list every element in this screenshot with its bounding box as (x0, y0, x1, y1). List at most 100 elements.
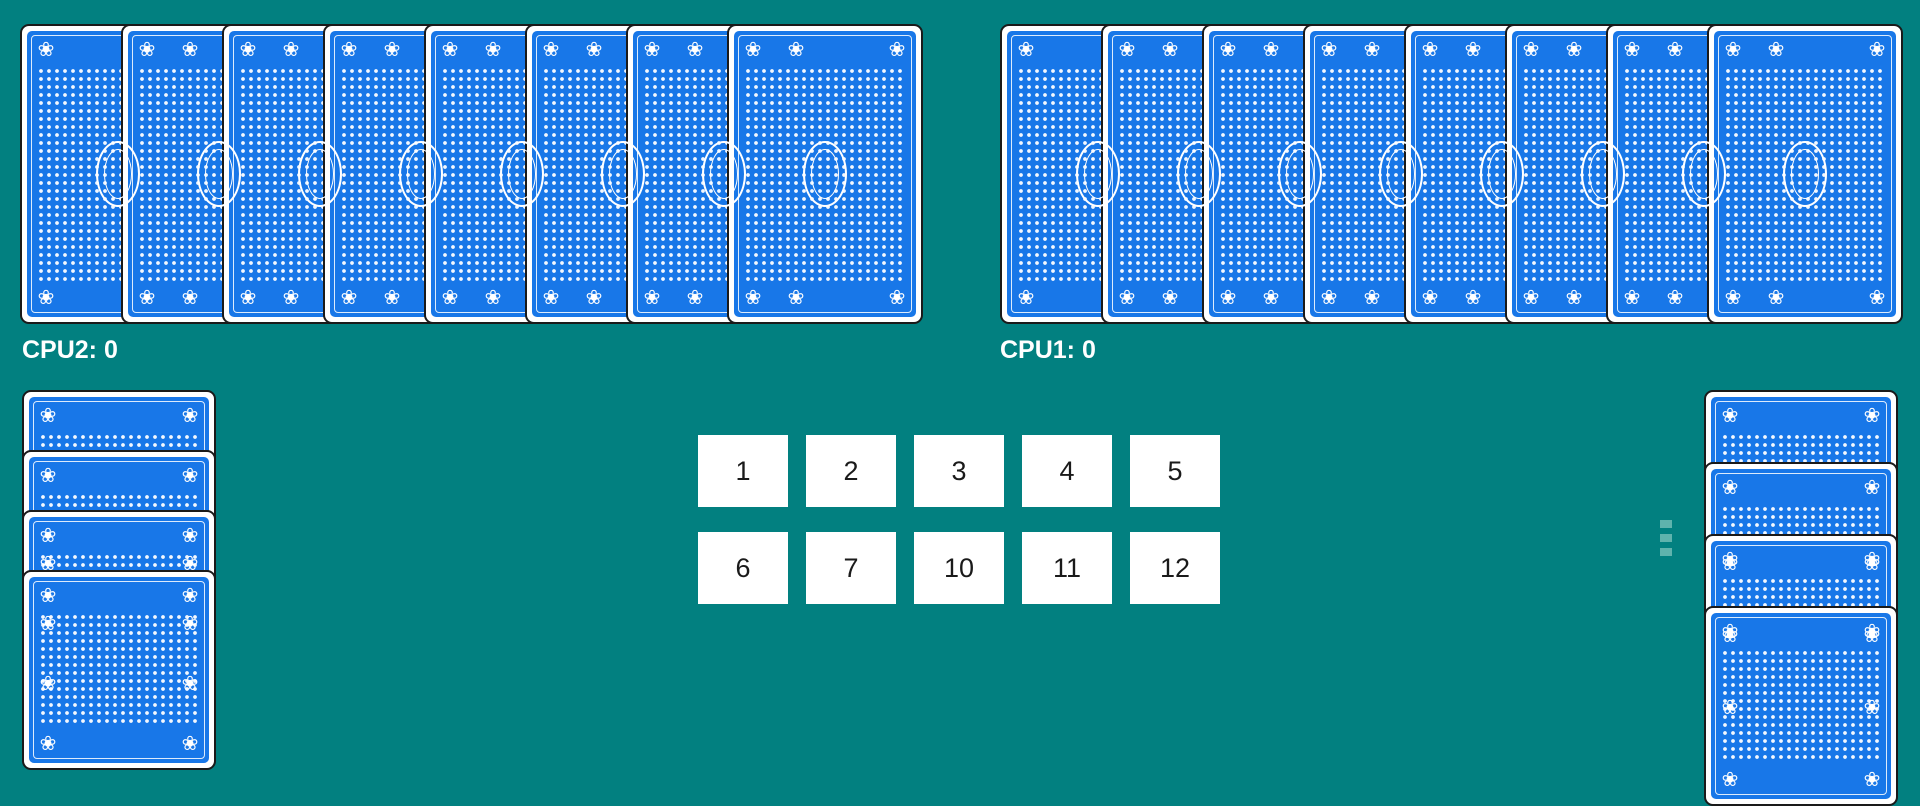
card-ornament-icon: ❀ (1421, 287, 1439, 309)
card-ornament-icon: ❀ (39, 405, 57, 427)
card-ornament-icon: ❀ (1320, 287, 1338, 309)
card-ornament-icon: ❀ (1219, 39, 1237, 61)
card-ornament-icon: ❀ (1262, 39, 1280, 61)
card-ornament-icon: ❀ (1724, 287, 1742, 309)
card-medallion-icon (803, 141, 847, 207)
card-ornament-icon: ❀ (39, 613, 57, 635)
card-ornament-icon: ❀ (1623, 39, 1641, 61)
card-ornament-icon: ❀ (1320, 39, 1338, 61)
card-ornament-icon: ❀ (1565, 287, 1583, 309)
card-ornament-icon: ❀ (1721, 477, 1739, 499)
number-picker: 1 2 3 4 5 6 7 10 11 12 (698, 435, 1222, 604)
card-ornament-icon: ❀ (542, 39, 560, 61)
card-ornament-icon: ❀ (39, 465, 57, 487)
card-ornament-icon: ❀ (1721, 553, 1739, 575)
card-medallion-icon (1278, 141, 1322, 207)
card-ornament-icon: ❀ (37, 39, 55, 61)
number-button-3[interactable]: 3 (914, 435, 1004, 507)
card-ornament-icon: ❀ (744, 39, 762, 61)
card-ornament-icon: ❀ (181, 673, 199, 695)
card-ornament-icon: ❀ (441, 39, 459, 61)
number-button-11[interactable]: 11 (1022, 532, 1112, 604)
card-ornament-icon: ❀ (181, 39, 199, 61)
left-card-back: ❀ ❀ ❀ ❀ (22, 570, 216, 770)
card-ornament-icon: ❀ (181, 525, 199, 547)
card-ornament-icon: ❀ (1118, 287, 1136, 309)
vertical-dots-icon[interactable] (1660, 520, 1674, 556)
card-medallion-icon (702, 141, 746, 207)
card-ornament-icon: ❀ (1421, 39, 1439, 61)
card-ornament-icon: ❀ (383, 287, 401, 309)
card-ornament-icon: ❀ (340, 39, 358, 61)
card-ornament-icon: ❀ (1724, 39, 1742, 61)
card-ornament-icon: ❀ (1721, 769, 1739, 791)
card-ornament-icon: ❀ (181, 405, 199, 427)
card-ornament-icon: ❀ (138, 39, 156, 61)
card-ornament-icon: ❀ (1363, 287, 1381, 309)
card-medallion-icon (298, 141, 342, 207)
card-medallion-icon (1783, 141, 1827, 207)
card-medallion-icon (1480, 141, 1524, 207)
card-ornament-icon: ❀ (542, 287, 560, 309)
card-ornament-icon: ❀ (1767, 39, 1785, 61)
card-ornament-icon: ❀ (1868, 39, 1886, 61)
card-ornament-icon: ❀ (1262, 287, 1280, 309)
cpu1-score: CPU1: 0 (1000, 336, 1096, 364)
card-ornament-icon: ❀ (787, 39, 805, 61)
card-ornament-icon: ❀ (138, 287, 156, 309)
card-ornament-icon: ❀ (181, 733, 199, 755)
card-ornament-icon: ❀ (1721, 405, 1739, 427)
card-ornament-icon: ❀ (37, 287, 55, 309)
number-button-2[interactable]: 2 (806, 435, 896, 507)
card-ornament-icon: ❀ (888, 39, 906, 61)
card-ornament-icon: ❀ (181, 287, 199, 309)
number-button-6[interactable]: 6 (698, 532, 788, 604)
card-ornament-icon: ❀ (643, 39, 661, 61)
number-button-4[interactable]: 4 (1022, 435, 1112, 507)
number-button-1[interactable]: 1 (698, 435, 788, 507)
card-ornament-icon: ❀ (1565, 39, 1583, 61)
card-ornament-icon: ❀ (1666, 39, 1684, 61)
card-ornament-icon: ❀ (1219, 287, 1237, 309)
card-ornament-icon: ❀ (39, 585, 57, 607)
card-ornament-icon: ❀ (1161, 39, 1179, 61)
card-ornament-icon: ❀ (1017, 287, 1035, 309)
number-button-12[interactable]: 12 (1130, 532, 1220, 604)
card-ornament-icon: ❀ (39, 733, 57, 755)
card-ornament-icon: ❀ (1863, 621, 1881, 643)
number-button-5[interactable]: 5 (1130, 435, 1220, 507)
card-ornament-icon: ❀ (181, 465, 199, 487)
card-ornament-icon: ❀ (1017, 39, 1035, 61)
card-ornament-icon: ❀ (1522, 39, 1540, 61)
card-ornament-icon: ❀ (1863, 477, 1881, 499)
card-medallion-icon (96, 141, 140, 207)
card-ornament-icon: ❀ (686, 287, 704, 309)
card-ornament-icon: ❀ (1464, 287, 1482, 309)
card-ornament-icon: ❀ (1666, 287, 1684, 309)
card-medallion-icon (601, 141, 645, 207)
card-ornament-icon: ❀ (1464, 39, 1482, 61)
card-ornament-icon: ❀ (39, 525, 57, 547)
card-ornament-icon: ❀ (239, 287, 257, 309)
number-button-10[interactable]: 10 (914, 532, 1004, 604)
card-ornament-icon: ❀ (686, 39, 704, 61)
card-ornament-icon: ❀ (1863, 553, 1881, 575)
card-ornament-icon: ❀ (643, 287, 661, 309)
card-ornament-icon: ❀ (1118, 39, 1136, 61)
card-ornament-icon: ❀ (239, 39, 257, 61)
card-ornament-icon: ❀ (181, 613, 199, 635)
card-medallion-icon (1177, 141, 1221, 207)
number-button-7[interactable]: 7 (806, 532, 896, 604)
card-ornament-icon: ❀ (383, 39, 401, 61)
card-ornament-icon: ❀ (1721, 621, 1739, 643)
card-medallion-icon (399, 141, 443, 207)
card-ornament-icon: ❀ (484, 287, 502, 309)
card-ornament-icon: ❀ (1767, 287, 1785, 309)
cpu1-card-back: ❀ ❀ ❀ ❀ (1707, 24, 1903, 324)
card-ornament-icon: ❀ (1161, 287, 1179, 309)
card-ornament-icon: ❀ (1363, 39, 1381, 61)
card-ornament-icon: ❀ (1863, 769, 1881, 791)
card-ornament-icon: ❀ (1863, 405, 1881, 427)
card-ornament-icon: ❀ (1522, 287, 1540, 309)
card-medallion-icon (1682, 141, 1726, 207)
